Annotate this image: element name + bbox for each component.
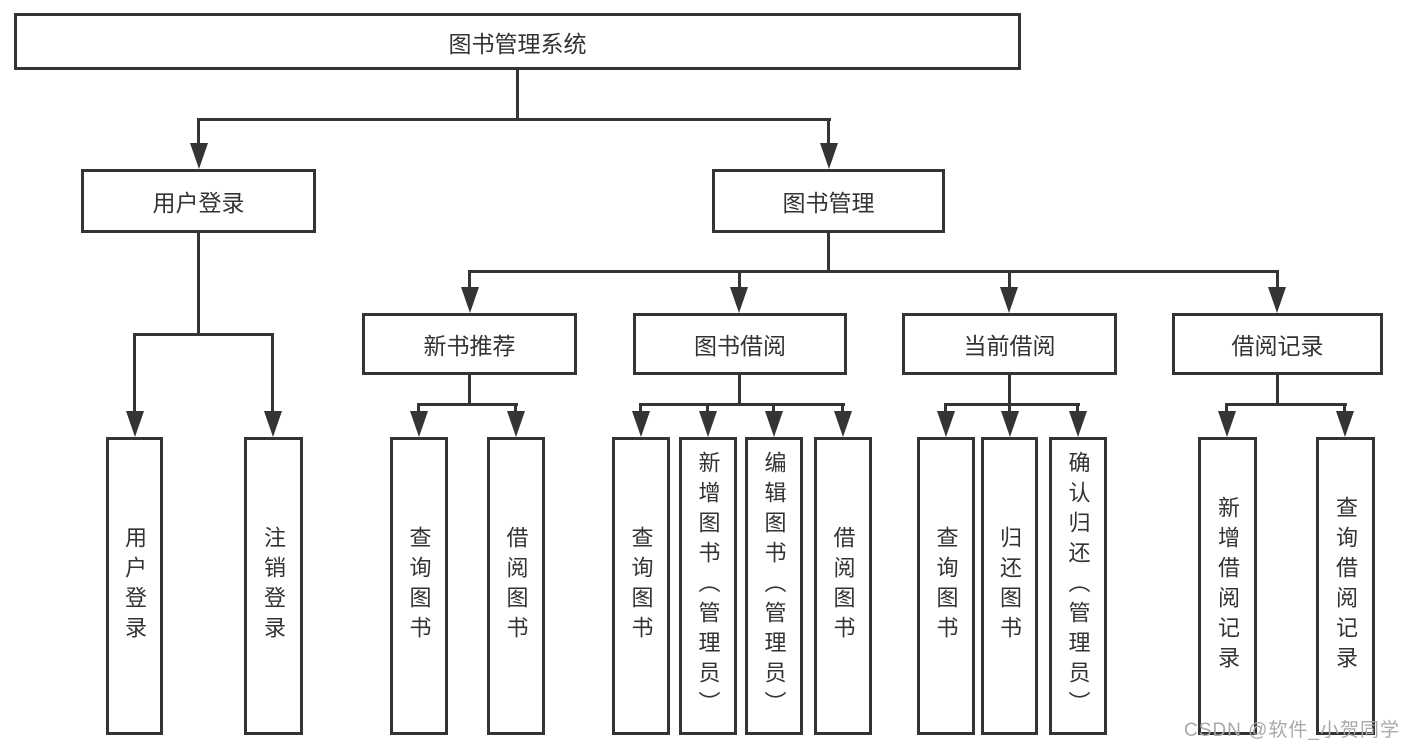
connector-line — [133, 333, 274, 336]
arrow-down-icon — [820, 143, 838, 169]
node-book-management: 图书管理 — [712, 169, 945, 233]
connector-line — [827, 118, 830, 145]
connector-line — [417, 403, 518, 406]
connector-line — [417, 403, 420, 413]
connector-line — [1008, 403, 1011, 413]
connector-line — [197, 118, 831, 121]
leaf-add-borrow-record: 新增借阅记录 — [1198, 437, 1257, 735]
arrow-down-icon — [461, 287, 479, 313]
connector-line — [516, 70, 519, 121]
arrow-down-icon — [410, 411, 428, 437]
arrow-down-icon — [1000, 287, 1018, 313]
arrow-down-icon — [126, 411, 144, 437]
node-root: 图书管理系统 — [14, 13, 1021, 70]
connector-line — [1008, 270, 1011, 288]
connector-line — [197, 118, 200, 145]
arrow-down-icon — [507, 411, 525, 437]
arrow-down-icon — [730, 287, 748, 313]
arrow-down-icon — [1069, 411, 1087, 437]
connector-line — [841, 403, 844, 413]
leaf-confirm-return-admin: 确认归还（管理员） — [1049, 437, 1107, 735]
connector-line — [738, 375, 741, 406]
node-new-book-recommend: 新书推荐 — [362, 313, 577, 375]
connector-line — [1225, 403, 1228, 413]
connector-line — [468, 375, 471, 406]
connector-line — [944, 403, 1080, 406]
arrow-down-icon — [1001, 411, 1019, 437]
leaf-query-books: 查询图书 — [612, 437, 670, 735]
connector-line — [468, 270, 1279, 273]
connector-line — [468, 270, 471, 288]
connector-line — [271, 333, 274, 411]
arrow-down-icon — [699, 411, 717, 437]
leaf-borrow-books: 借阅图书 — [814, 437, 872, 735]
node-user-login: 用户登录 — [81, 169, 316, 233]
arrow-down-icon — [834, 411, 852, 437]
connector-line — [944, 403, 947, 413]
arrow-down-icon — [1218, 411, 1236, 437]
csdn-watermark: CSDN @软件_小贺同学 — [1184, 720, 1400, 741]
arrow-down-icon — [190, 143, 208, 169]
leaf-borrow-books: 借阅图书 — [487, 437, 545, 735]
connector-line — [514, 403, 517, 413]
arrow-down-icon — [1336, 411, 1354, 437]
connector-line — [772, 403, 775, 413]
connector-line — [706, 403, 709, 413]
connector-line — [1225, 403, 1347, 406]
connector-line — [197, 233, 200, 335]
connector-line — [133, 333, 136, 411]
connector-line — [1276, 375, 1279, 406]
arrow-down-icon — [1268, 287, 1286, 313]
leaf-return-books: 归还图书 — [981, 437, 1038, 735]
leaf-edit-books-admin: 编辑图书（管理员） — [745, 437, 803, 735]
connector-line — [639, 403, 845, 406]
connector-line — [639, 403, 642, 413]
arrow-down-icon — [937, 411, 955, 437]
node-book-borrow: 图书借阅 — [633, 313, 847, 375]
leaf-query-books: 查询图书 — [917, 437, 975, 735]
connector-line — [1008, 375, 1011, 406]
leaf-user-login: 用户登录 — [106, 437, 163, 735]
connector-line — [1343, 403, 1346, 413]
arrow-down-icon — [264, 411, 282, 437]
connector-line — [738, 270, 741, 288]
connector-line — [1076, 403, 1079, 413]
connector-line — [827, 233, 830, 273]
arrow-down-icon — [632, 411, 650, 437]
connector-line — [1276, 270, 1279, 288]
leaf-query-books: 查询图书 — [390, 437, 448, 735]
leaf-query-borrow-record: 查询借阅记录 — [1316, 437, 1375, 735]
leaf-add-books-admin: 新增图书（管理员） — [679, 437, 737, 735]
node-current-borrow: 当前借阅 — [902, 313, 1117, 375]
node-borrow-records: 借阅记录 — [1172, 313, 1383, 375]
leaf-logout: 注销登录 — [244, 437, 303, 735]
arrow-down-icon — [765, 411, 783, 437]
